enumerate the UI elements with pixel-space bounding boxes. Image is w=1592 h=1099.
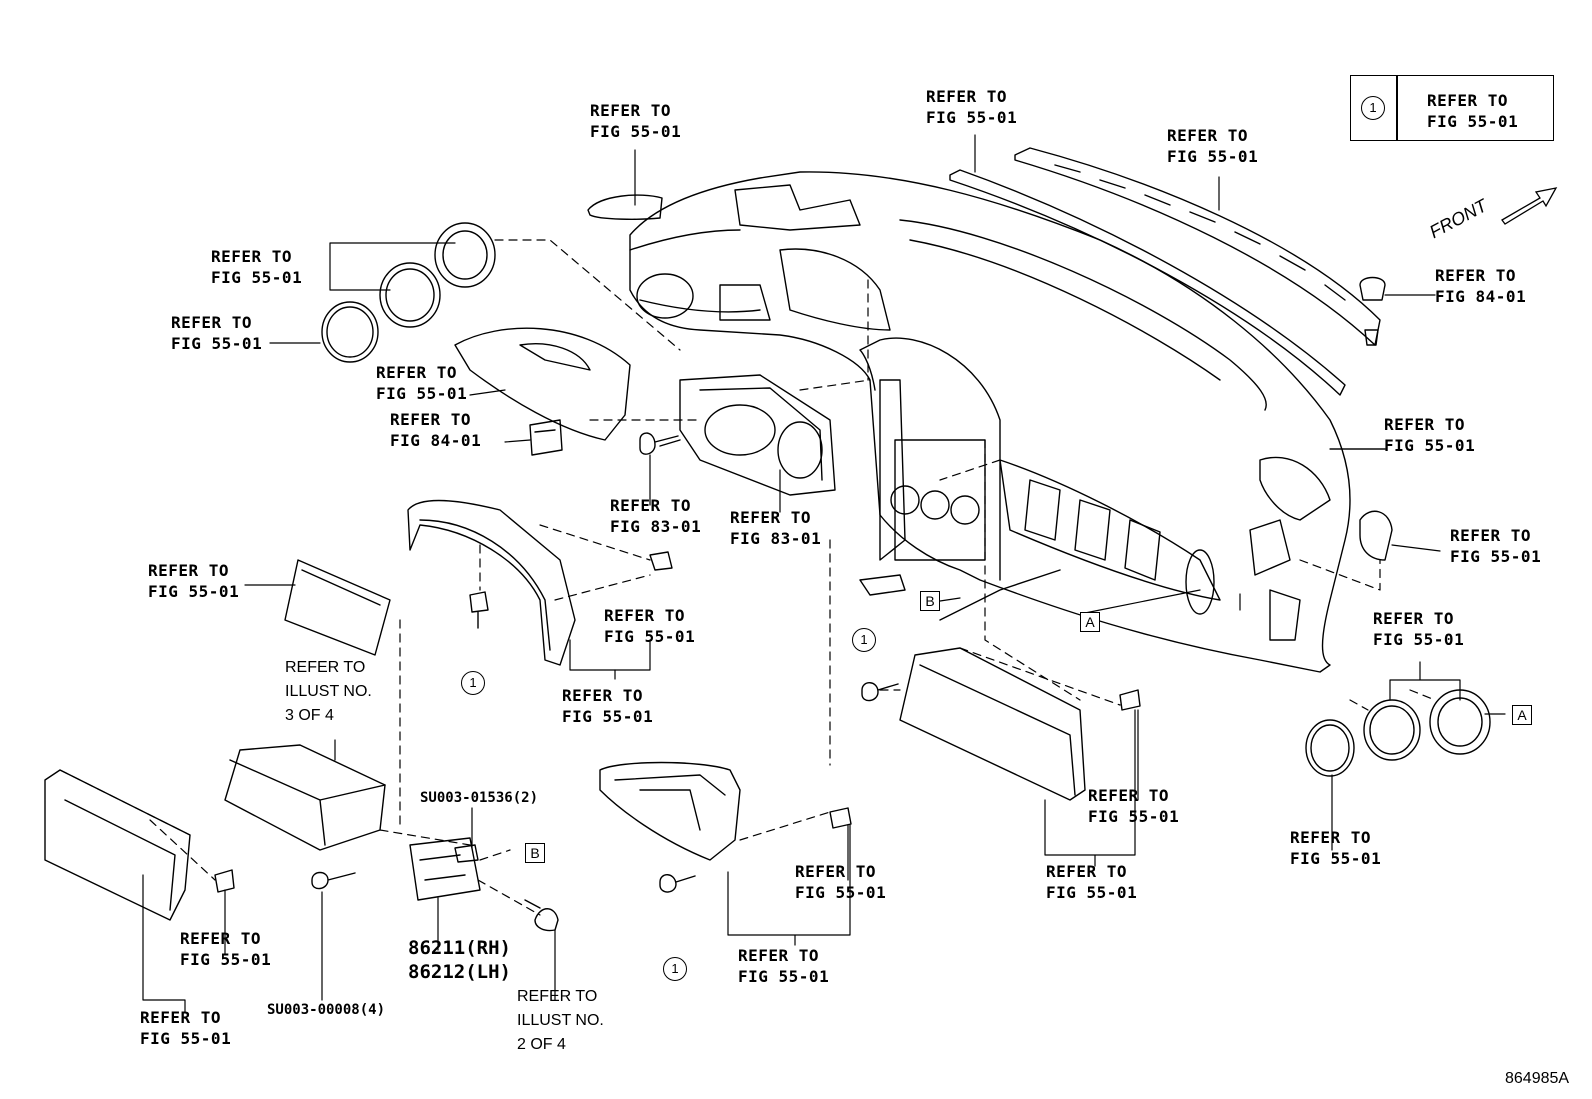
refer-label: REFER TO FIG 55-01: [604, 606, 696, 646]
refer-label: REFER TO FIG 55-01: [148, 561, 240, 601]
refer-label: REFER TO FIG 55-01: [1167, 126, 1259, 166]
nut: [454, 844, 479, 863]
refer-label: REFER TO FIG 83-01: [730, 508, 822, 548]
part-number-rh: 86211(RH): [408, 937, 511, 959]
clip: [214, 869, 235, 893]
refer-label: REFER TO FIG 55-01: [1290, 828, 1382, 868]
marker-b: B: [920, 591, 940, 611]
refer-illustration-label: REFER TO ILLUST NO. 3 OF 4: [285, 659, 372, 724]
circle-marker-1: 1: [461, 671, 485, 695]
circle-marker-1: 1: [852, 628, 876, 652]
refer-label: REFER TO FIG 55-01: [1046, 862, 1138, 902]
diagram-reference-number: 864985A: [1505, 1070, 1570, 1087]
lower-left-panel: [44, 769, 191, 921]
lower-pocket: [224, 744, 386, 851]
refer-label: REFER TO FIG 55-01: [376, 363, 468, 403]
refer-label: REFER TO FIG 55-01: [211, 247, 303, 287]
refer-label: REFER TO FIG 55-01: [738, 946, 830, 986]
marker-a: A: [1080, 612, 1100, 632]
refer-label: REFER TO FIG 55-01: [1384, 415, 1476, 455]
switch-panel: [284, 559, 391, 656]
legend-divider: [1396, 76, 1398, 140]
refer-label: REFER TO FIG 83-01: [610, 496, 702, 536]
refer-label: REFER TO FIG 55-01: [562, 686, 654, 726]
left-vent-assembly: [321, 222, 496, 363]
marker-b: B: [525, 843, 545, 863]
lower-center-panel: [599, 761, 741, 861]
refer-label: REFER TO FIG 55-01: [590, 101, 682, 141]
refer-label: REFER TO FIG 55-01: [171, 313, 263, 353]
refer-illustration-label: REFER TO ILLUST NO. 2 OF 4: [517, 988, 604, 1053]
part-number-lh: 86212(LH): [408, 961, 511, 983]
refer-label: REFER TO FIG 55-01: [1450, 526, 1542, 566]
clip-part: [1359, 276, 1386, 346]
leader-lines: [142, 134, 1506, 1013]
part-code: SU003-00008(4): [267, 1002, 386, 1018]
combination-meter: [679, 374, 836, 496]
refer-label: REFER TO FIG 55-01: [1088, 786, 1180, 826]
marker-a: A: [1512, 705, 1532, 725]
refer-label: REFER TO FIG 84-01: [1435, 266, 1527, 306]
defroster-garnish: [949, 147, 1381, 396]
top-vent: [587, 194, 663, 220]
bracket: [409, 837, 481, 901]
clip: [1119, 689, 1141, 711]
legend-text: REFER TO FIG 55-01: [1427, 91, 1519, 131]
dashed-lines: [59, 239, 1436, 916]
front-arrow-icon: [1501, 187, 1558, 225]
legend-symbol: 1: [1361, 96, 1385, 120]
instrument-panel: [629, 171, 1351, 673]
clip: [649, 551, 673, 571]
refer-label: REFER TO FIG 55-01: [140, 1008, 232, 1048]
circle-marker-1: 1: [663, 957, 687, 981]
refer-label: REFER TO FIG 55-01: [926, 87, 1018, 127]
legend: 1 REFER TO FIG 55-01: [1350, 75, 1554, 141]
refer-label: REFER TO FIG 55-01: [1373, 609, 1465, 649]
meter-hood: [454, 327, 631, 441]
refer-label: REFER TO FIG 84-01: [390, 410, 482, 450]
screw: [524, 899, 559, 932]
screw: [639, 432, 681, 455]
side-vent: [1359, 510, 1393, 561]
refer-label: REFER TO FIG 55-01: [180, 929, 272, 969]
refer-label: REFER TO FIG 55-01: [795, 862, 887, 902]
cluster-finish-panel: [407, 499, 576, 666]
part-code: SU003-01536(2): [420, 790, 539, 806]
switch: [529, 419, 563, 456]
screw: [659, 874, 696, 893]
bolt: [311, 871, 356, 890]
screw: [469, 591, 489, 629]
screw: [861, 682, 899, 702]
glove-box: [899, 647, 1086, 801]
right-vent-assembly: [1305, 689, 1491, 777]
clip: [829, 807, 852, 829]
